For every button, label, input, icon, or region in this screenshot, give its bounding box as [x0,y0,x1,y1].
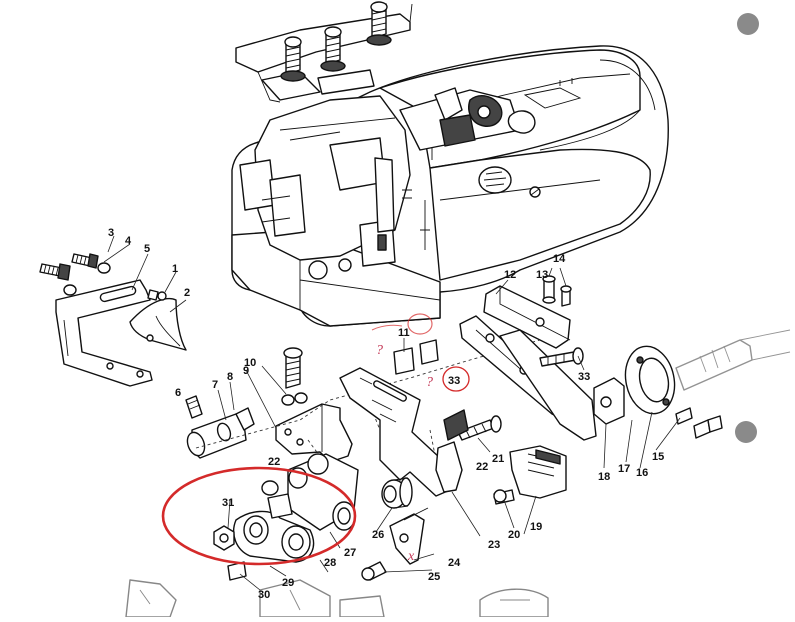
callout-8: 8 [227,371,233,383]
callout-13: 13 [536,269,548,281]
callout-24: 24 [448,557,461,569]
callout-15: 15 [652,451,664,463]
callout-23: 23 [488,539,500,551]
callout-5: 5 [144,243,150,255]
callout-3: 3 [108,227,114,239]
grey-dot-right [735,421,757,443]
callout-26: 26 [372,529,384,541]
thread-tension-posts [280,1,392,82]
presser-group [39,235,187,387]
grey-dot-top [737,13,759,35]
callout-25: 25 [428,571,440,583]
callout-30: 30 [258,589,270,601]
callout-22-lower: 22 [476,461,488,473]
red-ellipse-annotation [161,466,357,566]
callout-7: 7 [212,379,218,391]
callout-18: 18 [598,471,610,483]
callout-33-right: 33 [578,371,590,383]
x-mark: x [407,549,415,564]
callout-4: 4 [125,235,132,247]
callout-31: 31 [222,497,234,509]
callout-labels: 1 2 3 4 5 6 7 8 9 10 11 12 13 14 15 16 1… [108,227,664,601]
callout-10: 10 [244,357,256,369]
callout-28: 28 [324,557,336,569]
callout-12: 12 [504,269,516,281]
callout-9: 9 [243,365,249,377]
callout-19: 19 [530,521,542,533]
circled-11-annotation [407,313,433,335]
callout-2: 2 [184,287,190,299]
circled-33-annotation [442,366,470,392]
callout-22-upper: 22 [268,456,280,468]
question-mark-2: ? [426,375,433,390]
callout-33-center: 33 [448,375,460,387]
callout-21: 21 [492,453,504,465]
callout-27: 27 [344,547,356,559]
machine-body [231,1,669,327]
lower-parts [125,267,791,618]
callout-17: 17 [618,463,630,475]
callout-11: 11 [398,327,410,339]
callout-1: 1 [172,263,178,275]
callout-6: 6 [175,387,181,399]
callout-20: 20 [508,529,520,541]
callout-16: 16 [636,467,648,479]
question-mark-1: ? [376,343,383,358]
annotations: ? ? x [161,313,470,566]
callout-29: 29 [282,577,294,589]
callout-14: 14 [553,253,566,265]
